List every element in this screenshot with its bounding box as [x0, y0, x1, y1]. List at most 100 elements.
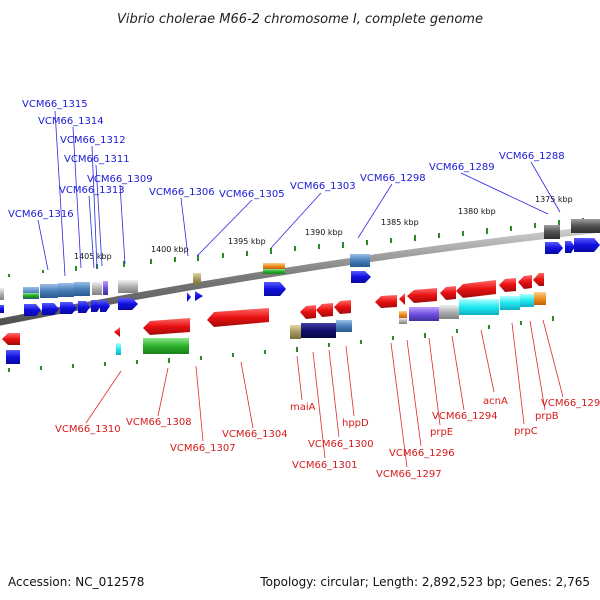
gene-label[interactable]: VCM66_1300: [308, 439, 374, 450]
kbp-label: 1385 kbp: [381, 218, 419, 227]
top-labels: VCM66_1315 VCM66_1314 VCM66_1312 VCM66_1…: [8, 99, 565, 220]
gene-label[interactable]: VCM66_1313: [59, 185, 125, 196]
gene-label[interactable]: VCM66_1314: [38, 116, 104, 127]
gene-feature[interactable]: [263, 263, 285, 269]
gene-label[interactable]: VCM66_1289: [429, 162, 495, 173]
gene-arrow-reverse[interactable]: [533, 273, 544, 286]
upper-ruler: [8, 218, 584, 277]
gene-feature[interactable]: [350, 254, 370, 267]
gene-arrow-reverse[interactable]: [316, 303, 333, 317]
gene-arrow-forward[interactable]: [351, 271, 371, 283]
gene-label[interactable]: acnA: [483, 396, 508, 407]
gene-feature[interactable]: [116, 343, 121, 355]
gene-label[interactable]: VCM66_1294: [432, 411, 498, 422]
lower-ruler: [8, 316, 554, 372]
gene-label[interactable]: VCM66_1297: [376, 469, 442, 480]
gene-label[interactable]: VCM66_1298: [360, 173, 426, 184]
bottom-leader-lines: [85, 319, 564, 468]
gene-label[interactable]: hppD: [342, 418, 369, 429]
gene-feature[interactable]: [571, 219, 600, 233]
gene-arrow-reverse[interactable]: [2, 333, 20, 345]
gene-label[interactable]: VCM66_1303: [290, 181, 356, 192]
gene-arrow-forward[interactable]: [565, 241, 575, 253]
gene-arrow-reverse[interactable]: [334, 300, 351, 314]
gene-label[interactable]: VCM66_1288: [499, 151, 565, 162]
gene-arrow-reverse[interactable]: [375, 295, 397, 308]
gene-arrow-forward[interactable]: [118, 298, 138, 310]
gene-arrow-reverse[interactable]: [143, 318, 190, 335]
gene-feature[interactable]: [544, 225, 560, 239]
gene-label[interactable]: VCM66_1301: [292, 460, 358, 471]
gene-arrow-forward[interactable]: [264, 282, 286, 296]
gene-feature[interactable]: [118, 280, 138, 293]
gene-feature[interactable]: [23, 293, 39, 298]
gene-feature[interactable]: [92, 282, 102, 295]
gene-label[interactable]: maiA: [290, 402, 316, 413]
kbp-label: 1395 kbp: [228, 237, 266, 246]
gene-feature[interactable]: [103, 281, 108, 295]
gene-arrow-reverse[interactable]: [207, 308, 269, 327]
gene-label[interactable]: VCM66_1312: [60, 135, 126, 146]
gene-label[interactable]: VCM66_1290: [541, 398, 600, 409]
gene-label[interactable]: prpE: [430, 427, 453, 438]
gene-feature[interactable]: [301, 323, 336, 338]
accession-text: Accession: NC_012578: [8, 575, 144, 589]
top-leader-lines: [37, 110, 561, 277]
gene-label[interactable]: VCM66_1307: [170, 443, 236, 454]
gene-label[interactable]: prpB: [535, 411, 559, 422]
gene-label[interactable]: VCM66_1296: [389, 448, 455, 459]
kbp-label: 1380 kbp: [458, 207, 496, 216]
gene-feature[interactable]: [290, 325, 301, 339]
gene-arrow-forward[interactable]: [187, 292, 191, 302]
gene-label[interactable]: VCM66_1305: [219, 189, 285, 200]
gene-feature[interactable]: [534, 292, 546, 305]
gene-feature[interactable]: [520, 294, 534, 307]
gene-arrow-forward[interactable]: [574, 238, 600, 252]
gene-arrow-forward[interactable]: [91, 300, 101, 312]
gene-feature[interactable]: [263, 269, 285, 274]
gene-feature[interactable]: [74, 282, 90, 296]
gene-label[interactable]: VCM66_1315: [22, 99, 88, 110]
gene-arrow-forward[interactable]: [0, 305, 4, 313]
gene-arrow-forward[interactable]: [78, 301, 90, 313]
gene-arrow-reverse[interactable]: [399, 293, 405, 305]
gene-arrow-forward[interactable]: [24, 304, 41, 316]
gene-label[interactable]: prpC: [514, 426, 538, 437]
gene-arrow-reverse[interactable]: [518, 275, 532, 289]
gene-feature[interactable]: [336, 320, 352, 332]
gene-label[interactable]: VCM66_1309: [87, 174, 153, 185]
gene-arrow-reverse[interactable]: [300, 305, 316, 319]
gene-label[interactable]: VCM66_1310: [55, 424, 121, 435]
gene-arrow-reverse[interactable]: [440, 286, 456, 300]
gene-arrow-reverse[interactable]: [499, 278, 516, 292]
gene-arrow-forward[interactable]: [42, 303, 59, 315]
gene-feature[interactable]: [0, 288, 4, 300]
gene-arrow-reverse[interactable]: [407, 288, 437, 303]
gene-arrow-reverse[interactable]: [114, 327, 120, 337]
gene-arrow-forward[interactable]: [60, 302, 77, 314]
chromosome-backbone: [0, 225, 600, 326]
gene-feature[interactable]: [459, 299, 499, 315]
gene-feature[interactable]: [439, 305, 459, 319]
gene-feature[interactable]: [409, 307, 439, 321]
gene-feature[interactable]: [193, 273, 201, 285]
gene-feature[interactable]: [6, 350, 20, 364]
gene-label[interactable]: VCM66_1316: [8, 209, 74, 220]
gene-feature[interactable]: [500, 296, 520, 310]
gene-feature[interactable]: [399, 311, 407, 318]
gene-label[interactable]: VCM66_1306: [149, 187, 215, 198]
gene-arrow-forward[interactable]: [195, 291, 203, 301]
gene-arrow-forward[interactable]: [100, 300, 110, 312]
gene-arrow-forward[interactable]: [545, 242, 563, 254]
gene-feature[interactable]: [58, 283, 74, 297]
gene-feature[interactable]: [143, 338, 189, 354]
gene-label[interactable]: VCM66_1308: [126, 417, 192, 428]
gene-label[interactable]: VCM66_1304: [222, 429, 288, 440]
gene-arrow-reverse[interactable]: [456, 280, 496, 298]
upper-features: [0, 219, 600, 316]
gene-feature[interactable]: [40, 284, 58, 298]
map-title: Vibrio cholerae M66-2 chromosome I, comp…: [117, 12, 483, 27]
gene-label[interactable]: VCM66_1311: [64, 154, 130, 165]
gene-feature[interactable]: [399, 318, 407, 324]
